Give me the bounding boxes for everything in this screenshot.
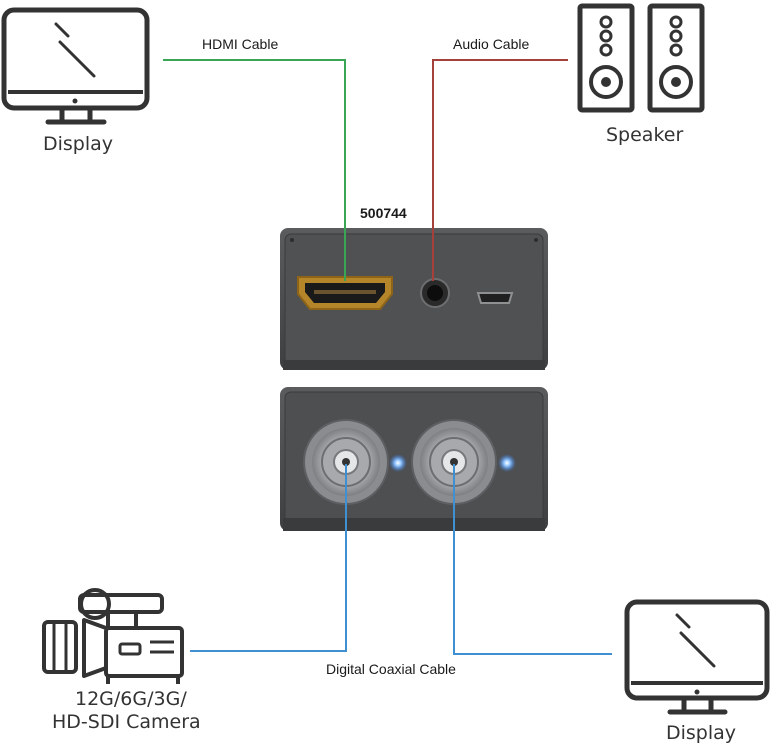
audio-cable-line xyxy=(432,59,568,281)
audio-jack xyxy=(420,278,450,308)
coax-cable-line-camera xyxy=(190,464,347,652)
speaker-label: Speaker xyxy=(606,124,684,146)
audio-cable-label: Audio Cable xyxy=(453,36,530,52)
led-indicator-1 xyxy=(389,454,407,472)
usb-port xyxy=(476,292,514,304)
camera-label-line1: 12G/6G/3G/ xyxy=(75,688,187,710)
display-bottom-label: Display xyxy=(666,722,737,744)
hdmi-cable-line xyxy=(163,59,346,281)
bnc-connector-1 xyxy=(303,419,389,505)
video-camera-icon xyxy=(42,588,184,684)
converter-bottom-panel xyxy=(280,387,548,531)
coax-cable-label: Digital Coaxial Cable xyxy=(326,661,456,677)
display-bottom-icon xyxy=(624,599,770,715)
led-indicator-2 xyxy=(498,454,516,472)
converter-top-panel xyxy=(280,228,548,370)
hdmi-cable-label: HDMI Cable xyxy=(202,36,279,52)
model-number: 500744 xyxy=(360,205,407,221)
speaker-icon xyxy=(577,3,705,113)
coax-cable-line-display xyxy=(453,464,612,655)
camera-label-line2: HD-SDI Camera xyxy=(52,711,201,733)
hdmi-port xyxy=(297,276,393,310)
display-top-label: Display xyxy=(43,133,114,155)
bnc-connector-2 xyxy=(411,419,497,505)
display-top-icon xyxy=(1,7,150,125)
